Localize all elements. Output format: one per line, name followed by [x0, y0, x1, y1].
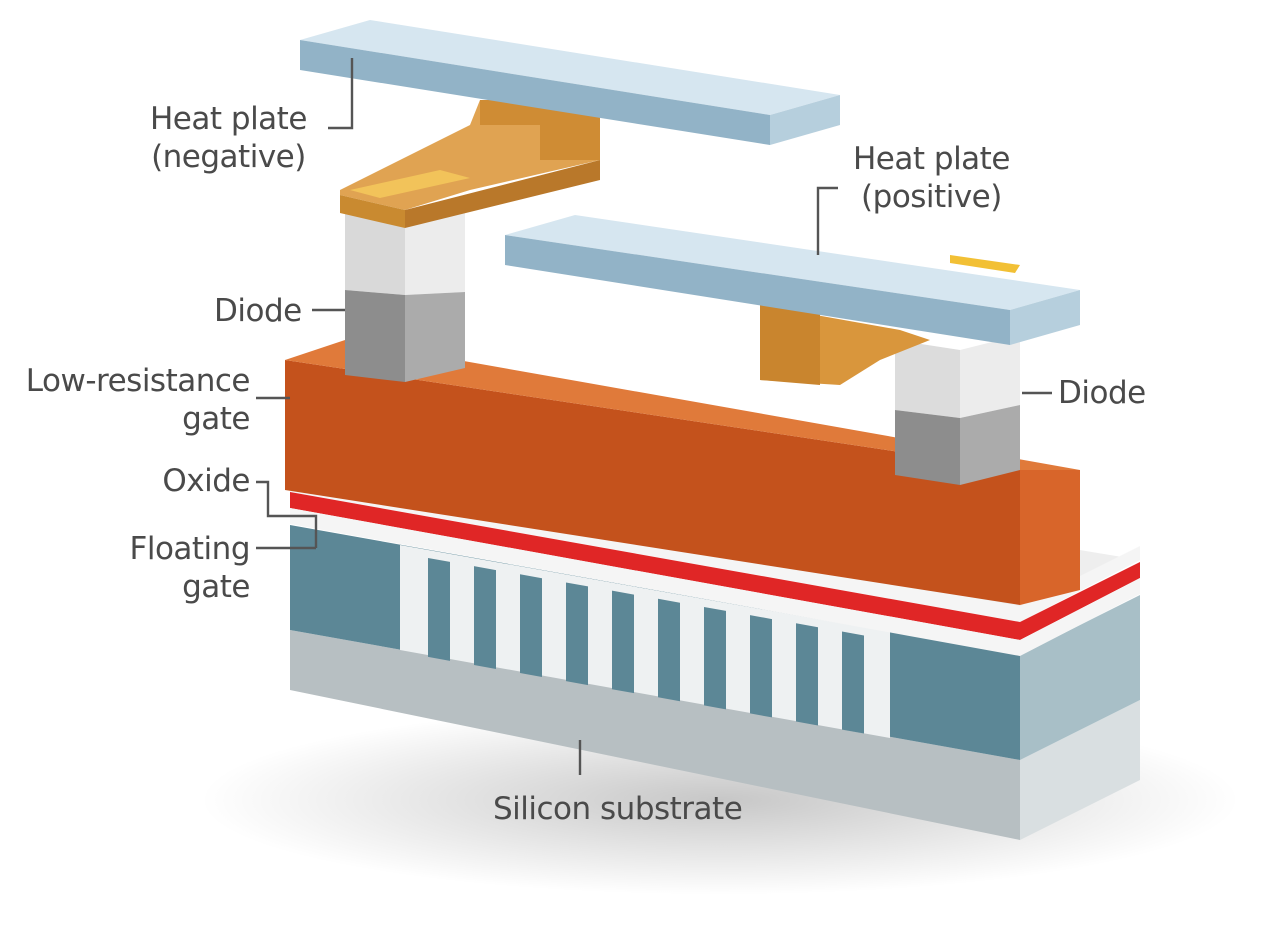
substrate-fin [474, 566, 496, 669]
label-heat-plate-positive: Heat plate (positive) [853, 141, 1010, 215]
substrate-fin [520, 574, 542, 678]
substrate-fin [612, 590, 634, 694]
heat-plate-negative [300, 20, 840, 145]
label-low-resistance-gate: Low-resistance gate [25, 363, 251, 437]
substrate-fin [750, 615, 772, 718]
substrate-fin [842, 631, 864, 734]
connector-positive [760, 255, 1020, 385]
diode-left [345, 205, 465, 382]
substrate-fin [704, 606, 726, 710]
leader-heat-plate-positive [816, 186, 838, 255]
label-floating-gate: Floating gate [129, 531, 251, 605]
low-resistance-gate [285, 340, 1080, 605]
leader-lines [256, 58, 1052, 775]
substrate-fin [658, 598, 680, 702]
diode-right [895, 335, 1020, 485]
heat-plate-positive [505, 215, 1080, 345]
substrate-fin [796, 623, 818, 726]
substrate-fin [566, 582, 588, 686]
label-silicon-substrate: Silicon substrate [493, 791, 743, 827]
connector-negative [340, 100, 600, 228]
leader-oxide [256, 480, 318, 548]
label-diode-left: Diode [214, 293, 302, 329]
substrate-fin [428, 557, 450, 661]
label-heat-plate-negative: Heat plate (negative) [150, 101, 307, 175]
label-oxide: Oxide [162, 463, 250, 499]
label-diode-right: Diode [1058, 375, 1146, 411]
leader-heat-plate-negative [328, 58, 354, 130]
substrate-fins [400, 545, 890, 738]
